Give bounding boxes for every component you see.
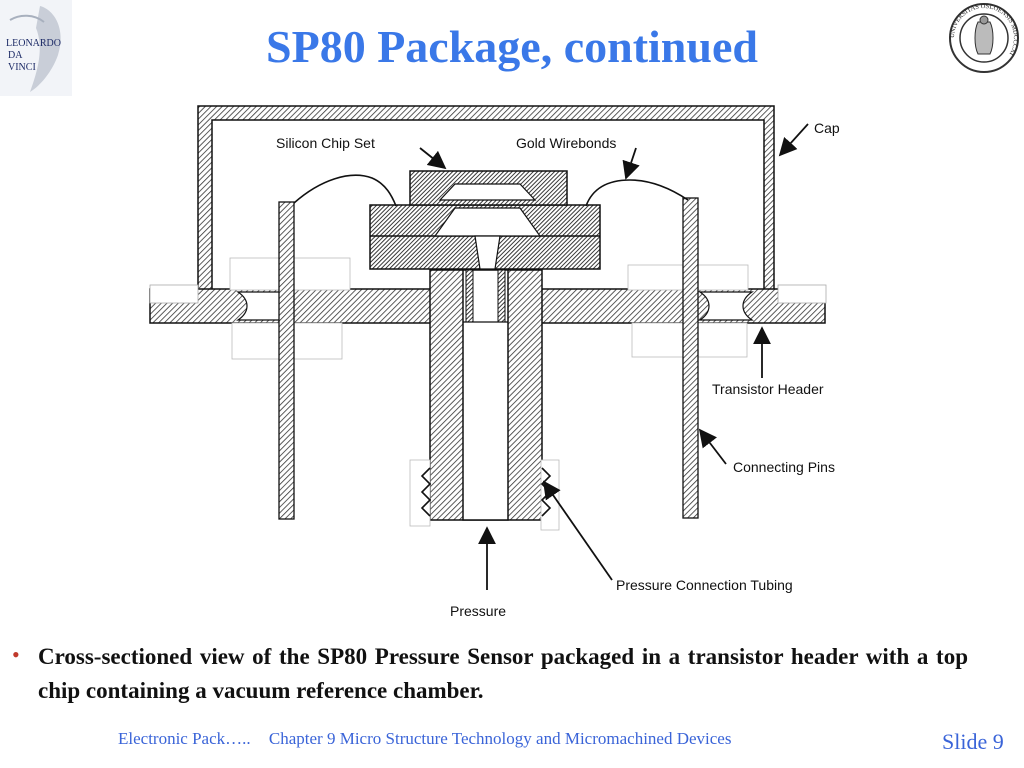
arrow-wirebonds [622, 147, 640, 180]
bullet-list: • Cross-sectioned view of the SP80 Press… [8, 640, 968, 708]
label-cap: Cap [814, 120, 840, 136]
logo-line-1: LEONARDO [6, 38, 61, 49]
bullet-text: Cross-sectioned view of the SP80 Pressur… [38, 644, 968, 703]
university-seal-logo: UNIVERSITAS OSLOENSIS MDCCCXI [949, 3, 1019, 73]
label-gold-wirebonds: Gold Wirebonds [516, 135, 616, 151]
bullet-marker: • [12, 642, 20, 667]
logo-line-3: VINCI [8, 62, 36, 73]
label-pressure: Pressure [450, 603, 506, 619]
slide-number: Slide 9 [942, 729, 1004, 754]
slide-title: SP80 Package, continued [266, 21, 758, 72]
pressure-connection-tubing [409, 269, 560, 531]
logo-line-2: DA [8, 50, 23, 61]
sp80-cross-section-diagram: Cap Silicon Chip Set Gold Wirebonds Tran… [149, 105, 840, 619]
label-pressure-connection-tubing: Pressure Connection Tubing [616, 577, 793, 593]
footer-left: Electronic Pack….. [118, 729, 251, 748]
arrow-connecting-pins [698, 428, 727, 465]
arrow-cap [778, 123, 809, 157]
gold-wirebonds [293, 174, 689, 207]
silicon-chip-set [369, 170, 601, 270]
arrow-silicon-chip [419, 147, 447, 170]
footer: Electronic Pack….. Chapter 9 Micro Struc… [118, 729, 731, 749]
label-transistor-header: Transistor Header [712, 381, 824, 397]
footer-chapter: Chapter 9 Micro Structure Technology and… [268, 729, 732, 748]
label-silicon-chip-set: Silicon Chip Set [276, 135, 375, 151]
label-connecting-pins: Connecting Pins [733, 459, 835, 475]
arrow-pressure-tubing [542, 480, 613, 581]
leonardo-da-vinci-logo: LEONARDO DA VINCI [0, 0, 72, 96]
connecting-pins [262, 197, 699, 520]
